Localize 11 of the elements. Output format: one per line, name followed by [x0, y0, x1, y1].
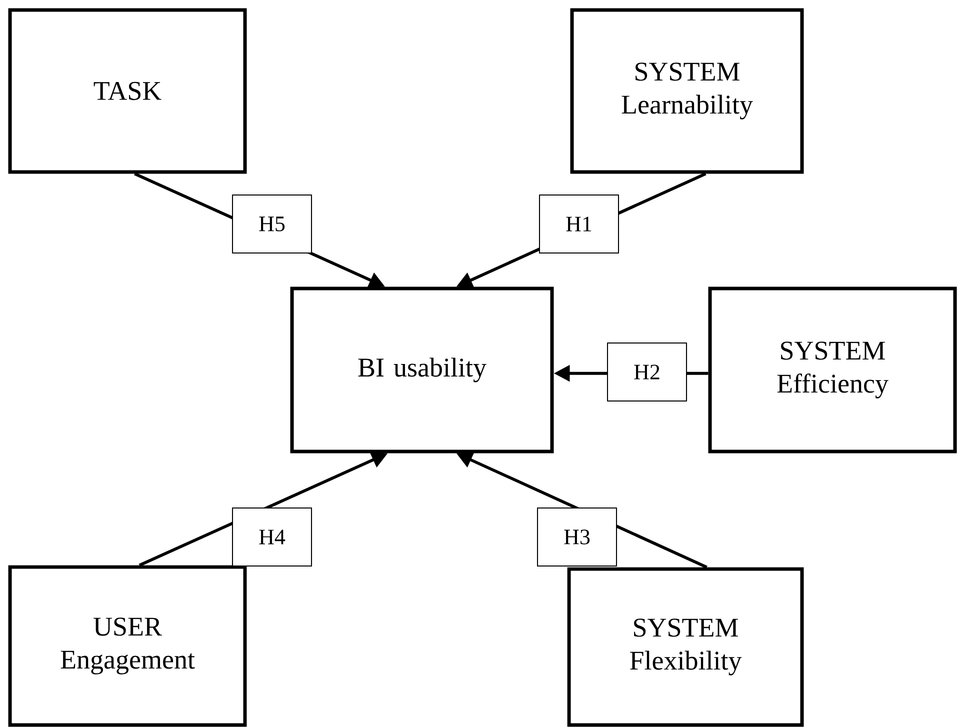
edge-label: H5 — [232, 194, 312, 254]
concept-box: TASK — [8, 8, 247, 174]
concept-box: SYSTEM Flexibility — [567, 567, 804, 727]
concept-box: SYSTEM Learnability — [570, 8, 804, 174]
edge-label: H2 — [607, 342, 687, 402]
edge-label: H4 — [232, 508, 312, 566]
edge-label: H3 — [537, 508, 617, 566]
concept-box: SYSTEM Efficiency — [708, 286, 957, 454]
concept-box: USER Engagement — [8, 565, 247, 727]
edge-label: H1 — [539, 194, 619, 254]
concept-box: BI usability — [290, 286, 554, 454]
